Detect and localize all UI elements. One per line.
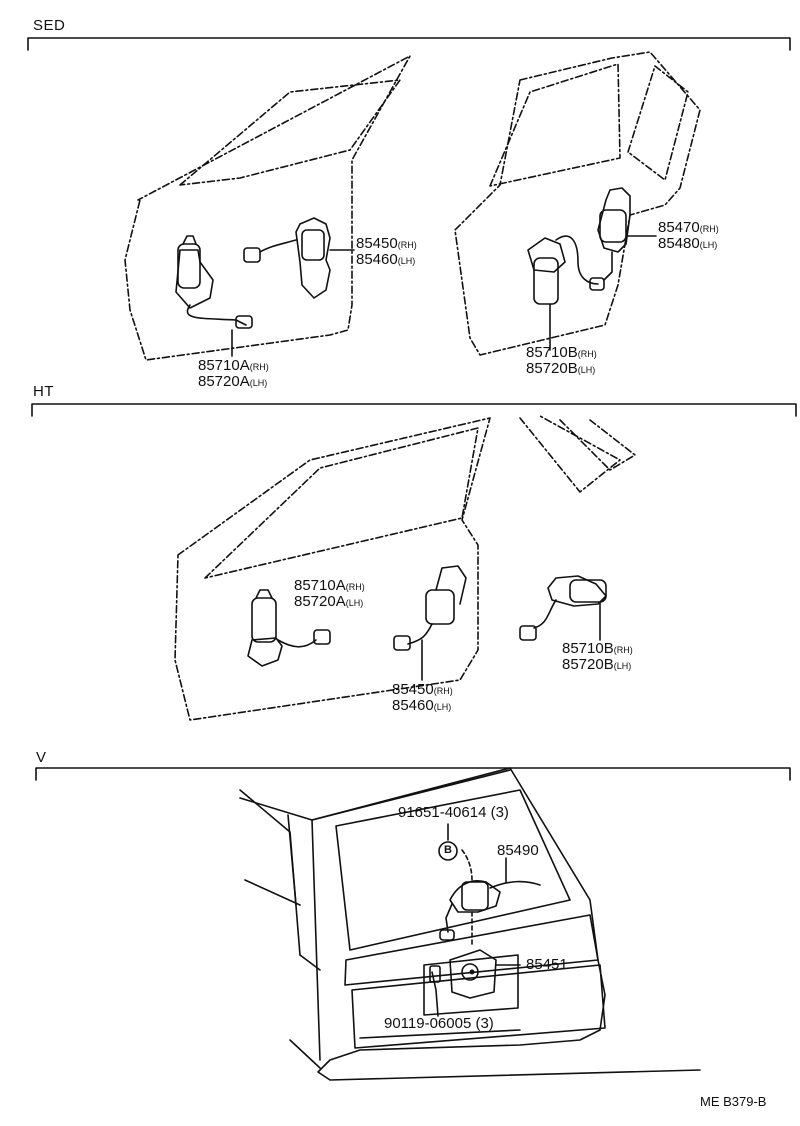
- v-part-85490: 85490: [497, 842, 539, 859]
- sed-rear-door: [454, 51, 701, 356]
- v-part-85451: 85451: [526, 956, 568, 973]
- ht-front-motor: [247, 589, 331, 667]
- sed-front-regulator-part-numbers: 85450(RH) 85460(LH): [356, 235, 417, 268]
- ht-regulator-part-numbers: 85450(RH) 85460(LH): [392, 681, 453, 714]
- v-leaders: [429, 823, 507, 1017]
- v-screw-top-part-number: 91651-40614 (3): [398, 804, 509, 821]
- ht-section-bracket: [31, 403, 797, 417]
- sed-front-door: [124, 55, 411, 361]
- sed-rear-regulator: [597, 187, 657, 281]
- section-label-v: V: [36, 749, 47, 766]
- v-latch-assembly: [449, 949, 521, 999]
- v-vehicle-rear: [239, 767, 701, 1081]
- sed-front-regulator: [243, 217, 355, 299]
- sed-section-bracket: [27, 37, 791, 51]
- ht-rear-motor-part-numbers: 85710B(RH) 85720B(LH): [562, 640, 633, 673]
- sed-front-motor: [175, 235, 253, 329]
- section-label-sed: SED: [33, 17, 66, 34]
- sed-front-motor-part-numbers: 85710A(RH) 85720A(LH): [198, 357, 269, 390]
- sed-rear-regulator-part-numbers: 85470(RH) 85480(LH): [658, 219, 719, 252]
- v-screw-bottom-part-number: 90119-06005 (3): [384, 1015, 494, 1032]
- sed-rear-motor-part-numbers: 85710B(RH) 85720B(LH): [526, 344, 597, 377]
- v-lock-actuator: [439, 880, 541, 941]
- figure-code: ME B379-B: [700, 1094, 767, 1109]
- ht-rear-motor: [519, 575, 607, 641]
- ht-door: [174, 415, 636, 721]
- ht-regulator: [393, 565, 467, 681]
- marker-b-circle: [438, 841, 458, 861]
- ht-front-motor-part-numbers: 85710A(RH) 85720A(LH): [294, 577, 365, 610]
- marker-b-label: B: [444, 844, 452, 856]
- v-section-bracket: [35, 767, 791, 781]
- sed-rear-motor: [527, 235, 605, 351]
- section-label-ht: HT: [33, 383, 54, 400]
